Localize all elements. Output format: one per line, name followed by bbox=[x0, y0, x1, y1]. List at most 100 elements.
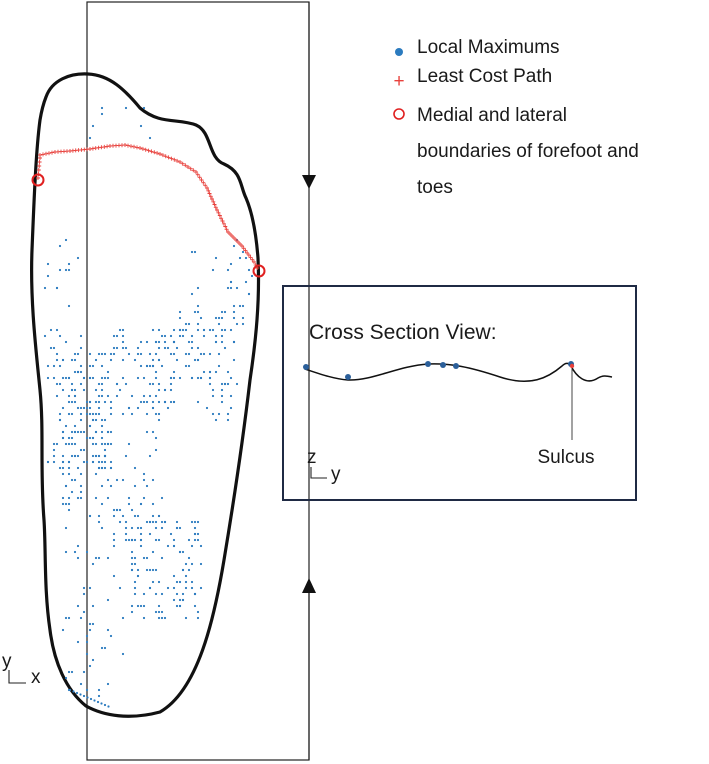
local-maximum-point bbox=[49, 328, 53, 332]
local-maximum-point bbox=[100, 430, 104, 434]
local-maximum-point bbox=[139, 364, 143, 368]
local-maximum-point bbox=[112, 574, 116, 578]
local-maximum-point bbox=[82, 406, 86, 410]
local-maximum-point bbox=[193, 358, 197, 362]
local-maximum-point bbox=[148, 532, 152, 536]
least-cost-path-marker bbox=[50, 150, 54, 155]
local-maximum-point bbox=[151, 406, 155, 410]
local-maximum-point bbox=[154, 526, 158, 530]
local-maximum-point bbox=[109, 442, 113, 446]
local-maximum-point bbox=[76, 406, 80, 410]
local-maximum-point bbox=[97, 460, 101, 464]
up-arrow bbox=[302, 578, 316, 760]
local-maximum-point bbox=[73, 478, 77, 482]
local-maximum-point bbox=[139, 532, 143, 536]
local-maximum-point bbox=[52, 448, 56, 452]
local-maximum-point bbox=[175, 358, 179, 362]
local-maximum-point bbox=[127, 538, 131, 542]
local-maximum-point bbox=[75, 691, 79, 695]
local-maximum-point bbox=[148, 568, 152, 572]
foot-axis-corner bbox=[8, 670, 26, 684]
local-maximum-point bbox=[151, 520, 155, 524]
local-maximum-point bbox=[121, 376, 125, 380]
local-maximum-point bbox=[178, 376, 182, 380]
legend-path-label: Least Cost Path bbox=[417, 66, 552, 87]
local-maximum-point bbox=[193, 592, 197, 596]
local-maximum-point bbox=[70, 382, 74, 386]
local-maximum-point bbox=[91, 622, 95, 626]
local-maximum-point bbox=[61, 430, 65, 434]
local-maximum-point bbox=[130, 556, 134, 560]
local-maximum-point bbox=[193, 604, 197, 608]
local-maximum-point bbox=[232, 244, 236, 248]
local-maximum-point bbox=[109, 484, 113, 488]
local-maximum-point bbox=[61, 406, 65, 410]
local-maximum-point bbox=[157, 604, 161, 608]
local-maximum-point bbox=[82, 430, 86, 434]
local-maximum-point bbox=[67, 442, 71, 446]
local-maximum-point bbox=[133, 592, 137, 596]
least-cost-path-marker bbox=[221, 221, 226, 226]
least-cost-path-marker bbox=[211, 199, 216, 204]
least-cost-path-marker bbox=[252, 260, 256, 264]
local-maximum-point bbox=[145, 400, 149, 404]
local-maximum-point bbox=[46, 262, 50, 266]
local-maximum-point bbox=[205, 406, 209, 410]
local-maximum-point bbox=[100, 436, 104, 440]
least-cost-path-marker bbox=[178, 160, 182, 164]
local-maximum-point bbox=[154, 568, 158, 572]
local-maximum-point bbox=[151, 580, 155, 584]
local-maximum-point bbox=[151, 568, 155, 572]
local-maximum-point bbox=[106, 376, 110, 380]
local-maximum-point bbox=[178, 310, 182, 314]
local-maximum-point bbox=[100, 502, 104, 506]
legend-boundary-label-line1: Medial and lateral bbox=[417, 105, 567, 126]
local-maximum-point bbox=[199, 316, 203, 320]
local-maximum-point bbox=[67, 262, 71, 266]
local-maximum-point bbox=[76, 604, 80, 608]
local-maximum-point bbox=[172, 586, 176, 590]
least-cost-path-marker bbox=[207, 191, 212, 196]
least-cost-path-marker bbox=[234, 238, 238, 242]
local-maximum-point bbox=[130, 508, 134, 512]
local-maximum-point bbox=[91, 124, 95, 128]
local-maximum-point bbox=[94, 358, 98, 362]
local-maximum-point bbox=[208, 376, 212, 380]
local-maximum-point bbox=[220, 400, 224, 404]
local-maximum-point bbox=[160, 334, 164, 338]
local-maximum-point bbox=[61, 436, 65, 440]
local-maximum-point bbox=[70, 400, 74, 404]
local-maximum-point bbox=[139, 544, 143, 548]
local-maximum-point bbox=[154, 412, 158, 416]
least-cost-path-marker bbox=[248, 255, 253, 260]
local-maximum-point bbox=[100, 394, 104, 398]
local-maximum-point bbox=[214, 340, 218, 344]
local-maximum-point bbox=[223, 382, 227, 386]
local-maximum-point bbox=[169, 352, 173, 356]
local-maximum-point bbox=[136, 574, 140, 578]
local-maximum-point bbox=[115, 334, 119, 338]
local-maximum-point bbox=[193, 532, 197, 536]
least-cost-path-marker bbox=[132, 144, 136, 149]
local-maximum-point bbox=[100, 526, 104, 530]
least-cost-path-marker bbox=[205, 186, 209, 190]
cross-section-y-label: y bbox=[331, 464, 341, 485]
local-maximum-point bbox=[97, 520, 101, 524]
local-maximum-point bbox=[73, 352, 77, 356]
local-maximum-point bbox=[103, 376, 107, 380]
local-maximum-point bbox=[154, 436, 158, 440]
local-maximum-point bbox=[61, 502, 65, 506]
local-maximum-point bbox=[187, 538, 191, 542]
local-maximum-point bbox=[94, 412, 98, 416]
least-cost-path-marker bbox=[90, 146, 95, 151]
local-maximum-point bbox=[193, 526, 197, 530]
local-maximum-point bbox=[79, 370, 83, 374]
local-maximum-point bbox=[103, 442, 107, 446]
least-cost-path-marker bbox=[215, 208, 219, 212]
local-maximum-point bbox=[145, 412, 149, 416]
local-maximum-point bbox=[163, 616, 167, 620]
local-maximum-point bbox=[109, 400, 113, 404]
local-maximum-point bbox=[142, 496, 146, 500]
local-maximum-point bbox=[247, 268, 251, 272]
local-maximum-point bbox=[163, 340, 167, 344]
